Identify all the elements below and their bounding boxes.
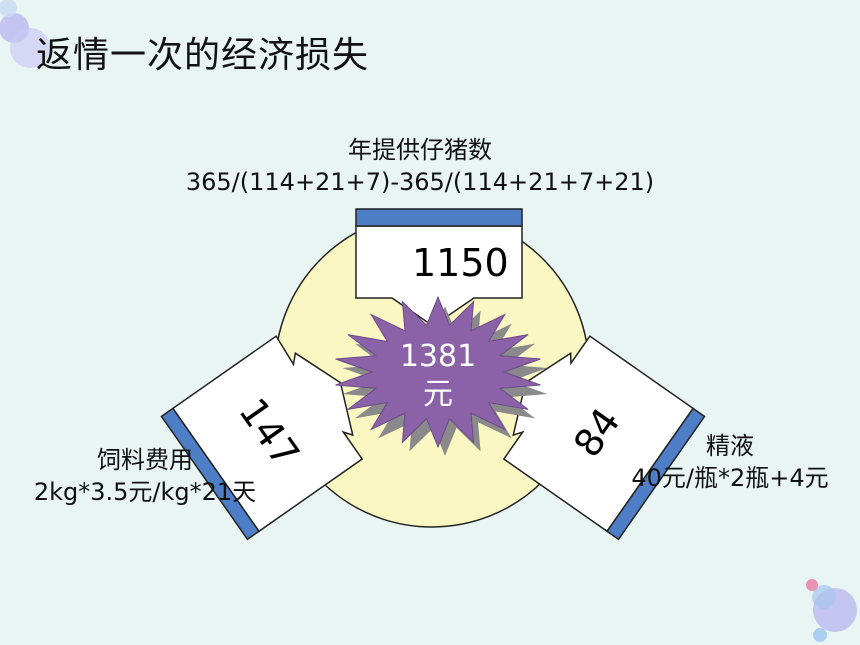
total-value: 1381 xyxy=(400,339,476,374)
left-callout: 147 xyxy=(160,335,364,541)
top-callout: 1150 xyxy=(355,208,523,327)
left-label-formula: 2kg*3.5元/kg*21天 xyxy=(33,478,257,506)
decor-bubbles-bottom-right xyxy=(806,579,857,642)
left-label: 饲料费用 2kg*3.5元/kg*21天 xyxy=(10,444,280,508)
right-label: 精液 40元/瓶*2瓶+4元 xyxy=(605,430,855,494)
left-tab xyxy=(160,407,260,541)
top-tab xyxy=(355,208,523,227)
decor-bubbles-top-left xyxy=(0,0,50,68)
right-tab xyxy=(606,407,706,541)
left-label-title: 饲料费用 xyxy=(97,446,193,474)
right-callout: 84 xyxy=(502,335,706,541)
burst-shape xyxy=(335,295,541,449)
top-label-formula: 365/(114+21+7)-365/(114+21+7+21) xyxy=(185,168,655,196)
top-value: 1150 xyxy=(412,241,509,285)
slide-title: 返情一次的经济损失 xyxy=(36,35,370,76)
top-label: 年提供仔猪数 365/(114+21+7)-365/(114+21+7+21) xyxy=(110,134,730,198)
top-label-title: 年提供仔猪数 xyxy=(348,136,492,164)
right-label-formula: 40元/瓶*2瓶+4元 xyxy=(631,464,829,492)
total-unit: 元 xyxy=(423,377,453,412)
right-label-title: 精液 xyxy=(706,432,754,460)
